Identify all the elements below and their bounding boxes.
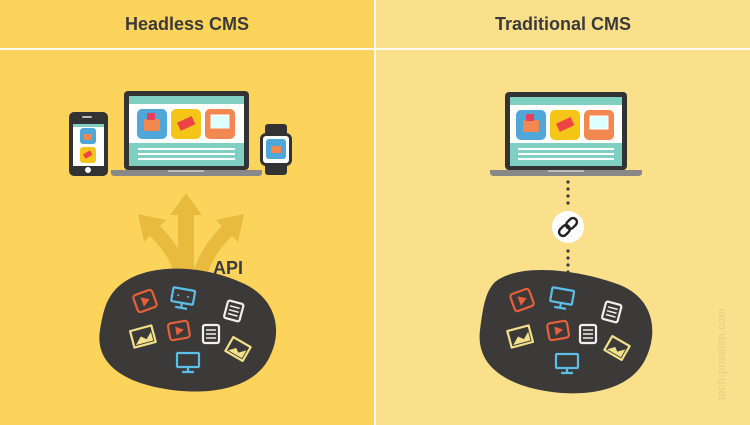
code-monitor-icon (175, 351, 201, 374)
laptop-icon (111, 91, 262, 176)
header-divider (0, 48, 750, 50)
traditional-cms-panel: Traditional CMS (376, 0, 750, 425)
api-label: API (213, 258, 244, 278)
panel-title-traditional: Traditional CMS (494, 13, 631, 34)
notepad-icon (601, 300, 623, 324)
image-icon (128, 324, 157, 349)
video-icon (166, 319, 191, 342)
smartwatch-icon (260, 124, 292, 175)
headless-illustration (69, 91, 292, 392)
notepad-icon (201, 323, 221, 345)
phone-icon (69, 112, 108, 176)
link-icon (552, 211, 584, 243)
video-icon (546, 319, 571, 342)
panel-title-headless: Headless CMS (124, 13, 250, 34)
video-icon (132, 288, 158, 314)
code-monitor-icon (549, 286, 576, 310)
notepad-icon (223, 299, 245, 323)
api-arrows-icon (138, 193, 244, 280)
headless-cms-panel: Headless CMS (0, 0, 374, 425)
traditional-illustration (479, 92, 653, 394)
image-icon (224, 335, 252, 363)
code-monitor-icon (170, 286, 197, 310)
video-icon (509, 287, 535, 313)
image-icon (506, 324, 535, 349)
laptop-icon (490, 92, 642, 176)
panel-divider (374, 0, 376, 425)
notepad-icon (578, 323, 598, 345)
content-blob (99, 268, 277, 392)
watermark: tech-prastish.com (716, 308, 728, 400)
code-monitor-icon (554, 352, 580, 375)
image-icon (603, 334, 631, 362)
